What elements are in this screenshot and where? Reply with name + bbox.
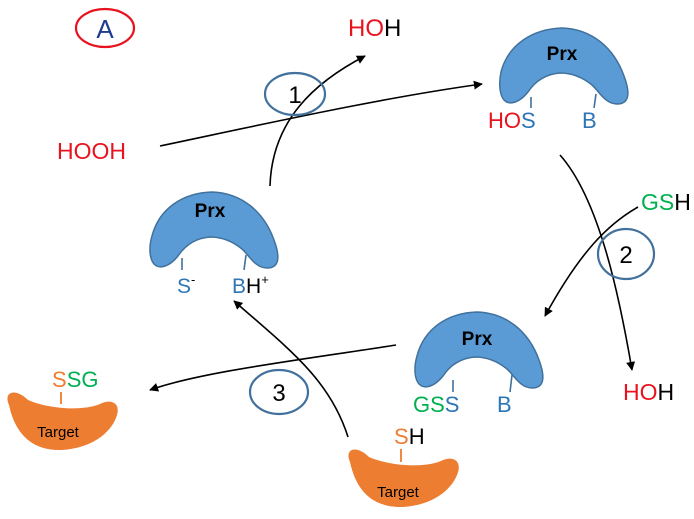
target-sh-s: S [394, 424, 409, 449]
prx-oxidized-hos: HOS [488, 108, 536, 133]
target-ssg-name: Target [37, 424, 80, 441]
prx-reduced-h: H [246, 275, 261, 298]
prx-oxidized-shape [499, 27, 629, 105]
prx-reduced-plus: + [261, 272, 269, 287]
hooh-to-prx-oxidized-arrow [159, 80, 483, 147]
step-2-circle [596, 227, 656, 281]
prx-reduced-s: S [177, 275, 191, 298]
target-sh-shape [348, 449, 459, 508]
prx-oxidized-ho: HO [488, 108, 521, 133]
prx-glutathionylated-gss: GSS [413, 392, 459, 417]
target-sh-label: SH [394, 424, 425, 449]
panel-label: A [96, 14, 114, 44]
prx-oxidized-s: S [521, 108, 536, 133]
prx-glutathionylated-shape [414, 311, 544, 389]
gsh-label: GSH [641, 189, 691, 215]
water-right-ho: HO [623, 379, 658, 405]
target-ssg-label: SSG [52, 367, 98, 392]
gsh-gs: GS [641, 189, 674, 215]
prx-reduced-b: B [232, 275, 246, 298]
step-1-number: 1 [288, 82, 301, 109]
target-sh-to-prx-reduced-arrow [233, 300, 349, 438]
target-ssg-sg: SG [67, 367, 99, 392]
hooh-label: HOOH [57, 138, 126, 164]
step-3-number: 3 [272, 380, 285, 407]
gsh-to-prx-glutathionylated-arrow [544, 206, 639, 317]
prx-glutathionylated-b-bond [509, 374, 513, 393]
water-right-label: HOH [623, 379, 674, 405]
panel-label-circle [74, 7, 136, 49]
prx-oxidized-b-bond [593, 93, 597, 109]
prx-glutathionylated-to-ssg-arrow [149, 344, 397, 392]
step-1-circle [263, 71, 327, 117]
prx-glutathionylated-s: S [445, 392, 460, 417]
prx-reduced-shape [149, 191, 279, 269]
prx-reduced-s-minus: S- [177, 272, 195, 298]
step-3-circle [248, 368, 310, 416]
prx-reduced-bh-plus: BH+ [232, 272, 269, 298]
prx-glutathionylated-gs: GS [413, 392, 445, 417]
target-reduced: SH Target [348, 424, 459, 508]
prx-glutathionylated-b: B [497, 392, 512, 417]
step-2-number: 2 [619, 242, 632, 269]
prx-oxidized-to-water-arrow [559, 154, 636, 371]
water-top-label: HOH [348, 15, 401, 42]
prx-oxidized-label: Prx [547, 44, 578, 65]
target-ssg-s: S [52, 367, 67, 392]
target-glutathionylated: SSG Target [7, 367, 118, 451]
target-sh-name: Target [377, 484, 420, 501]
water-top-ho: HO [348, 15, 384, 42]
water-top-h: H [384, 15, 401, 42]
prx-reduced-minus: - [191, 272, 195, 287]
target-ssg-shape [7, 392, 118, 451]
prx-glutathionylated-enzyme: Prx GSS B [413, 311, 544, 417]
gsh-h: H [674, 189, 691, 215]
prx-glutathionylated-label: Prx [462, 329, 493, 350]
prx-reduced-to-water-arrow [269, 55, 366, 187]
prx-reduced-enzyme: Prx S- BH+ [149, 191, 279, 298]
prx-oxidized-b: B [582, 108, 597, 133]
prx-reduced-b-bond [243, 254, 247, 271]
prx-oxidized-enzyme: Prx HOS B [488, 27, 629, 133]
target-sh-h: H [409, 424, 425, 449]
prx-reduced-label: Prx [195, 201, 226, 222]
water-right-h: H [658, 379, 675, 405]
